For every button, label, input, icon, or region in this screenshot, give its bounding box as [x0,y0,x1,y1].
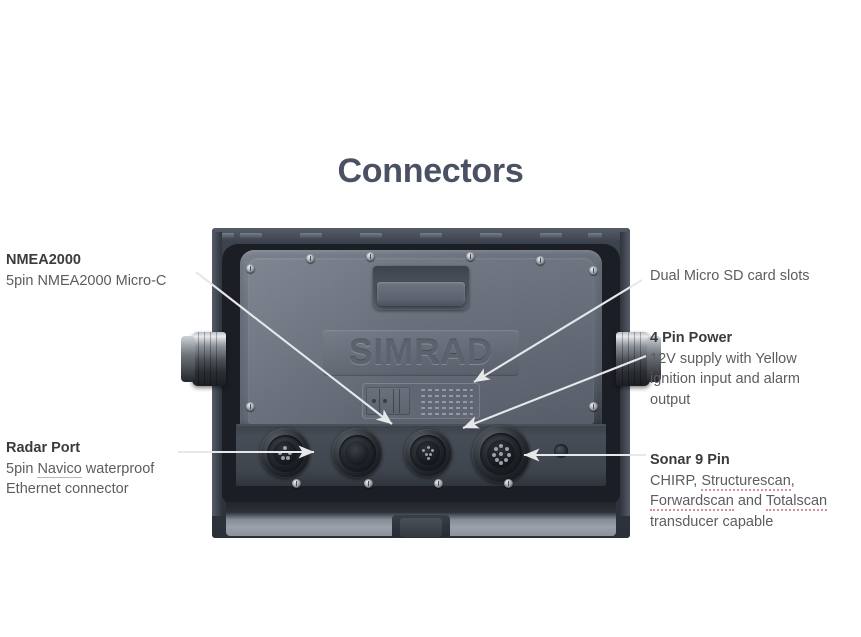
carry-handle [373,266,469,310]
callout-sonar-heading: Sonar 9 Pin [650,452,730,468]
callout-power-heading: 4 Pin Power [650,330,733,346]
connector-1-radar-ethernet [260,428,310,478]
callout-power-line-1: 12V supply with Yellow [650,350,797,367]
callout-sonar-line-3: transducer capable [650,513,774,530]
callout-sonar: Sonar 9 Pin CHIRP, Structurescan, Forwar… [650,450,828,532]
callout-sonar-line-2: Forwardscan and Totalscan [650,493,828,511]
device-chassis: SIMRAD [240,250,602,428]
callout-radar-port: Radar Port 5pin Navico waterproof Ethern… [6,438,154,500]
page-title: Connectors [337,152,524,190]
device-foot-notch [392,515,450,537]
misspelled-totalscan: Totalscan [765,493,828,511]
callout-sd-slots-line-1: Dual Micro SD card slots [650,268,810,284]
mount-knob-right [616,332,661,386]
misspelled-forwardscan: Forwardscan [650,493,734,511]
callout-power-line-3: output [650,391,691,408]
connector-4-sonar-9pin [472,425,530,483]
sd-panel-print [421,389,473,419]
callout-power: 4 Pin Power 12V supply with Yellow ignit… [650,328,800,410]
callout-nmea2000-heading: NMEA2000 [6,252,81,268]
brand-plate: SIMRAD [323,330,519,376]
callout-radar-port-line-1: 5pin Navico waterproof [6,460,155,478]
simrad-display-rear-illustration: SIMRAD [181,228,661,538]
callout-power-line-2: ignition input and alarm [650,371,800,387]
callout-nmea2000-line-1: 5pin NMEA2000 Micro-C [6,272,167,289]
device-top-strip [214,228,628,244]
simrad-logo: SIMRAD [348,333,494,372]
connector-bay [236,424,606,488]
callout-nmea2000: NMEA2000 5pin NMEA2000 Micro-C [6,250,166,291]
callout-radar-port-heading: Radar Port [6,440,81,456]
misspelled-structurescan: Structurescan [701,472,791,491]
callout-sonar-line-1: CHIRP, Structurescan, [650,472,795,491]
misspelled-navico: Navico [37,460,82,478]
mount-knob-left [181,332,226,386]
callout-radar-port-line-2: Ethernet connector [6,481,129,497]
status-led [554,444,568,458]
sd-card-door [366,387,410,415]
connector-2-nmea2000 [332,428,382,478]
sd-card-panel [362,383,480,419]
connector-3-power [404,429,452,477]
callout-sd-slots: Dual Micro SD card slots [650,266,810,287]
device-foot [226,502,616,537]
